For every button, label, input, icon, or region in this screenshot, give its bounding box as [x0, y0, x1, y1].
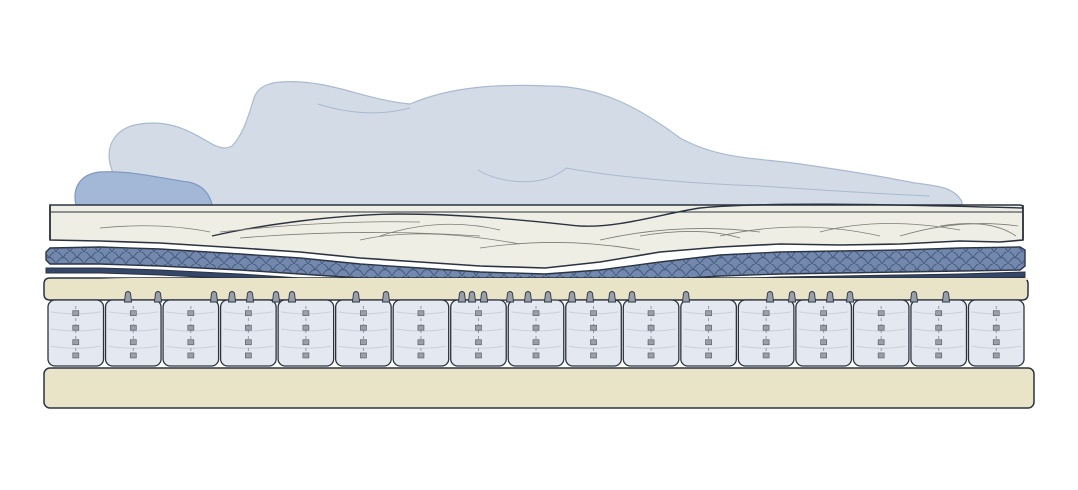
spring-tip-icon — [765, 291, 775, 303]
spring-tip-icon — [909, 291, 919, 303]
quilt-line — [479, 242, 641, 251]
spring-tip-icon — [209, 291, 219, 303]
pocket-coil-icon — [680, 299, 738, 367]
quilt-line — [599, 228, 761, 241]
quilt-line — [379, 223, 501, 237]
spring-tip-icon — [627, 291, 637, 303]
spring-tip-icon — [585, 291, 595, 303]
spring-tip-icon — [123, 291, 133, 303]
spring-tip-icon — [807, 291, 817, 303]
spring-tip-icon — [523, 291, 533, 303]
pocket-coil-icon — [104, 299, 162, 367]
pocket-coil-icon — [392, 299, 450, 367]
spring-tip-icon — [287, 291, 297, 303]
support-foam-layer — [43, 277, 1029, 301]
pocket-coil-icon — [622, 299, 680, 367]
spring-tip-icon — [351, 291, 361, 303]
spring-tip-icon — [845, 291, 855, 303]
quilt-line — [719, 226, 881, 237]
quilt-line — [219, 221, 421, 233]
quilt-line — [359, 233, 521, 245]
spring-tip-icon — [381, 291, 391, 303]
pocket-coil-icon — [162, 299, 220, 367]
spring-tip-icon — [543, 291, 553, 303]
spring-tip-icon — [457, 291, 467, 303]
quilt-line — [819, 223, 961, 233]
comfort-layer — [49, 203, 1024, 269]
pocket-coil-icon — [967, 299, 1025, 367]
spring-tip-icon — [505, 291, 515, 303]
pocket-coil-icon — [47, 299, 105, 367]
spring-tip-icon — [681, 291, 691, 303]
pocket-coil-icon — [910, 299, 968, 367]
spring-tip-icon — [467, 291, 477, 303]
pocket-coil-icon — [334, 299, 392, 367]
quilt-line — [939, 223, 1017, 237]
spring-tip-icon — [825, 291, 835, 303]
spring-tip-icon — [941, 291, 951, 303]
pocket-coil-layer — [47, 291, 1025, 367]
spring-tip-icon — [607, 291, 617, 303]
spring-tip-icon — [787, 291, 797, 303]
pocket-coil-icon — [450, 299, 507, 367]
spring-tip-icon — [271, 291, 281, 303]
pocket-coil-icon — [737, 299, 795, 367]
pocket-coil-icon — [795, 299, 853, 367]
quilt-line — [899, 223, 1019, 237]
base-foam-layer — [43, 367, 1035, 409]
spring-tip-icon — [479, 291, 489, 303]
quilt-line — [239, 232, 481, 239]
quilt-line — [639, 231, 741, 239]
pocket-coil-icon — [507, 299, 565, 367]
spring-tip-icon — [153, 291, 163, 303]
pocket-coil-icon — [277, 299, 335, 367]
spring-tip-icon — [245, 291, 255, 303]
pocket-coil-icon — [852, 299, 910, 367]
pocket-coil-icon — [219, 299, 277, 367]
quilt-line — [99, 225, 211, 233]
spring-tip-icon — [227, 291, 237, 303]
sleeping-person-silhouette-icon — [108, 81, 963, 207]
pocket-coil-icon — [565, 299, 622, 367]
spring-tip-icon — [567, 291, 577, 303]
